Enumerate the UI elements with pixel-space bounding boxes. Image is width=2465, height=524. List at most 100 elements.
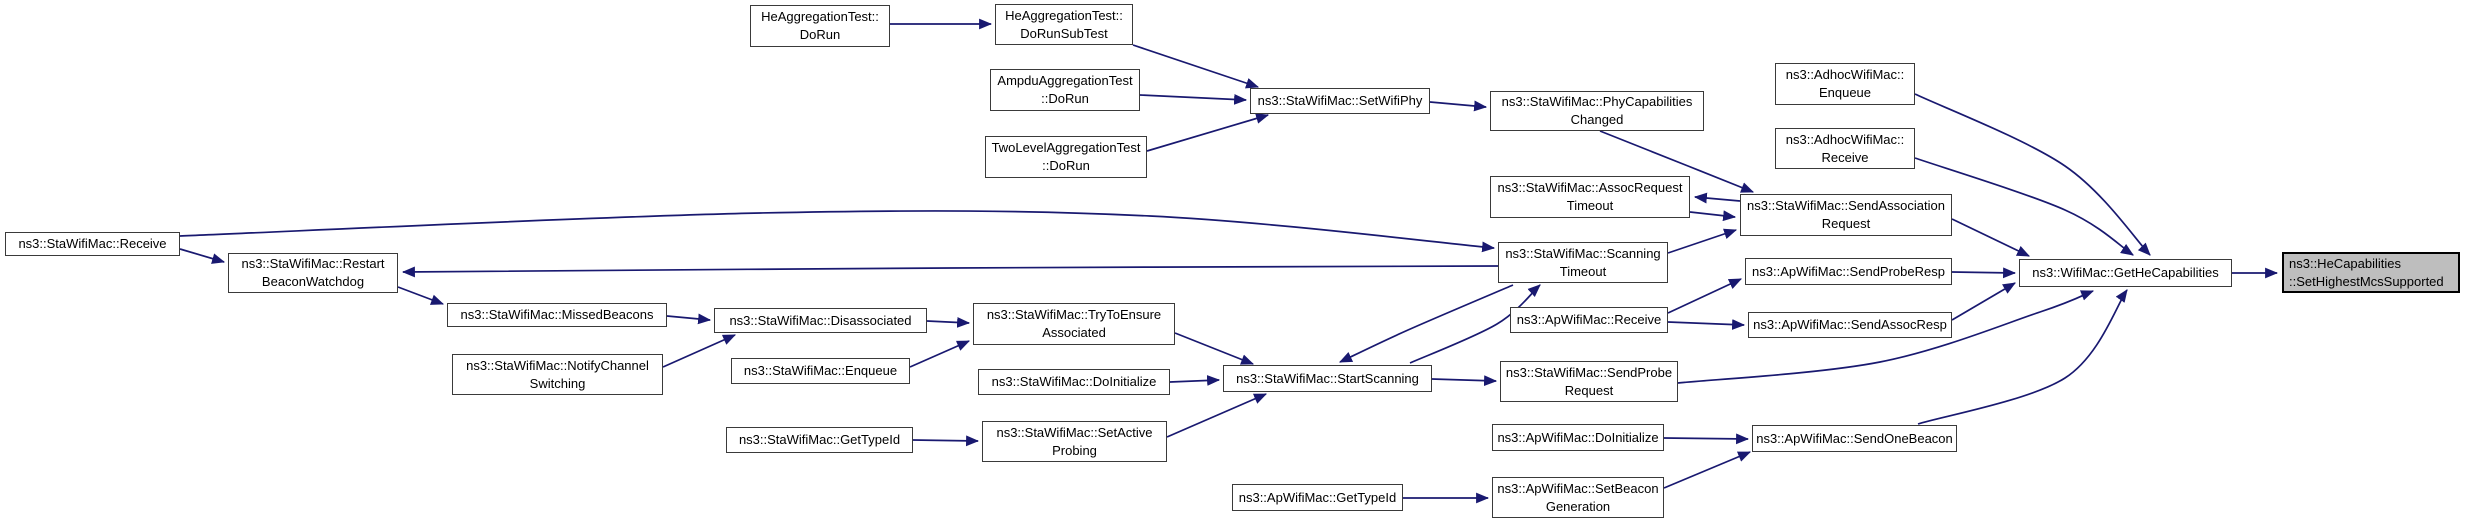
graph-node-label: Timeout xyxy=(1566,198,1614,213)
graph-node-sta-startscanning[interactable]: ns3::StaWifiMac::StartScanning xyxy=(1223,365,1432,392)
graph-node-sta-enqueue[interactable]: ns3::StaWifiMac::Enqueue xyxy=(731,358,910,384)
graph-node-label: Changed xyxy=(1570,112,1624,127)
graph-node-label: ns3::StaWifiMac::SetWifiPhy xyxy=(1257,93,1423,108)
graph-node-label: Switching xyxy=(529,375,586,391)
edge-adhoc-receive-to-wifimac-gethecapabilities xyxy=(1914,157,2134,256)
graph-node-ap-receive[interactable]: ns3::ApWifiMac::Receive xyxy=(1510,307,1668,333)
graph-node-label: DoRunSubTest xyxy=(1020,25,1108,41)
edge-ap-receive-to-ap-sendproberesp xyxy=(1667,278,1742,314)
graph-node-label: ns3::ApWifiMac::Receive xyxy=(1516,312,1662,327)
graph-node-label: Probing xyxy=(1052,442,1097,458)
graph-node-he-aggregation-dorun[interactable]: HeAggregationTest::DoRun xyxy=(750,5,890,47)
graph-node-label: ns3::StaWifiMac::AssocRequest xyxy=(1497,180,1683,195)
edge-sta-scanningtimeout-to-sta-restartbeaconwatchdog xyxy=(401,265,1499,278)
graph-node-label: ns3::ApWifiMac::GetTypeId xyxy=(1238,489,1397,505)
edge-sta-notifychannelswitching-to-sta-disassociated xyxy=(662,334,736,368)
graph-node-label: AmpduAggregationTest xyxy=(997,73,1133,88)
graph-node-label: Request xyxy=(1564,382,1614,398)
graph-node-sta-doinitialize[interactable]: ns3::StaWifiMac::DoInitialize xyxy=(978,369,1170,395)
graph-node-label: ns3::WifiMac::GetHeCapabilities xyxy=(2032,265,2219,280)
graph-node-label: ns3::StaWifiMac::Disassociated xyxy=(729,312,912,328)
graph-node-label: ns3::StaWifiMac::Receive xyxy=(18,236,167,251)
graph-node-ap-sendonebeacon[interactable]: ns3::ApWifiMac::SendOneBeacon xyxy=(1752,425,1957,452)
edge-sta-enqueue-to-sta-trytoensureassociated xyxy=(909,340,970,368)
edge-sta-scanningtimeout-to-sta-sendassociationrequest xyxy=(1667,228,1738,254)
graph-node-label: Generation xyxy=(1545,498,1611,514)
graph-node-label: Enqueue xyxy=(1818,85,1872,100)
graph-node-label: ns3::ApWifiMac::SendOneBeacon xyxy=(1756,430,1953,446)
graph-node-adhoc-enqueue[interactable]: ns3::AdhocWifiMac::Enqueue xyxy=(1775,63,1915,105)
edge-adhoc-enqueue-to-wifimac-gethecapabilities xyxy=(1914,93,2151,256)
graph-node-label: ns3::ApWifiMac::SendAssocResp xyxy=(1753,317,1947,332)
edge-ap-setbeacongeneration-to-ap-sendonebeacon xyxy=(1663,451,1751,489)
graph-node-label: ::DoRun xyxy=(1041,91,1089,106)
graph-node-label: ns3::StaWifiMac::Scanning xyxy=(1505,245,1661,261)
graph-node-sta-receive[interactable]: ns3::StaWifiMac::Receive xyxy=(5,232,180,256)
graph-node-sta-gettypeid[interactable]: ns3::StaWifiMac::GetTypeId xyxy=(726,427,913,453)
edge-ap-receive-to-ap-sendassocresp xyxy=(1667,319,1746,330)
edge-ap-sendonebeacon-to-wifimac-gethecapabilities xyxy=(1917,289,2128,425)
graph-node-label: DoRun xyxy=(799,27,841,42)
graph-node-label: ns3::StaWifiMac::MissedBeacons xyxy=(460,307,654,322)
edge-sta-setwifiphy-to-sta-phycapabilitieschanged xyxy=(1429,100,1488,112)
graph-node-wifimac-gethecapabilities[interactable]: ns3::WifiMac::GetHeCapabilities xyxy=(2019,259,2232,287)
graph-node-label: ns3::AdhocWifiMac:: xyxy=(1785,67,1905,82)
edge-ap-doinitialize-to-ap-sendonebeacon xyxy=(1663,433,1750,445)
edge-sta-trytoensureassociated-to-sta-startscanning xyxy=(1174,332,1255,365)
graph-node-label: HeAggregationTest:: xyxy=(761,9,879,24)
graph-node-sta-missedbeacons[interactable]: ns3::StaWifiMac::MissedBeacons xyxy=(447,303,667,327)
edge-sta-phycapabilitieschanged-to-sta-sendassociationrequest xyxy=(1599,130,1755,193)
graph-node-label: ns3::StaWifiMac::SendAssociation xyxy=(1747,198,1945,213)
edge-twolevel-aggregation-dorun-to-sta-setwifiphy xyxy=(1146,113,1270,152)
edge-sta-sendassociationrequest-to-sta-assocrequesttimeout xyxy=(1693,192,1741,204)
graph-node-twolevel-aggregation-dorun[interactable]: TwoLevelAggregationTest::DoRun xyxy=(985,136,1147,178)
edge-sta-doinitialize-to-sta-startscanning xyxy=(1169,375,1221,386)
graph-node-label: ns3::ApWifiMac::SendProbeResp xyxy=(1752,263,1945,279)
graph-node-label: HeAggregationTest:: xyxy=(1005,7,1123,23)
graph-node-ampdu-aggregation-dorun[interactable]: AmpduAggregationTest::DoRun xyxy=(990,69,1140,111)
graph-node-hecapabilities-sethighestmcssupported[interactable]: ns3::HeCapabilities::SetHighestMcsSuppor… xyxy=(2282,252,2460,293)
edge-sta-startscanning-to-sta-sendproberequest xyxy=(1431,375,1498,387)
graph-node-sta-setwifiphy[interactable]: ns3::StaWifiMac::SetWifiPhy xyxy=(1250,88,1430,114)
graph-node-ap-doinitialize[interactable]: ns3::ApWifiMac::DoInitialize xyxy=(1492,424,1664,451)
graph-node-ap-sendassocresp[interactable]: ns3::ApWifiMac::SendAssocResp xyxy=(1748,312,1952,338)
graph-node-label: ns3::StaWifiMac::PhyCapabilities xyxy=(1501,94,1693,109)
edge-sta-sendproberequest-to-wifimac-gethecapabilities xyxy=(1677,290,2095,384)
graph-node-label: ns3::ApWifiMac::DoInitialize xyxy=(1497,429,1659,445)
graph-node-adhoc-receive[interactable]: ns3::AdhocWifiMac::Receive xyxy=(1775,128,1915,169)
edge-sta-assocrequesttimeout-to-sta-sendassociationrequest xyxy=(1689,210,1737,222)
graph-node-label: ns3::ApWifiMac::SetBeacon xyxy=(1497,480,1659,496)
edge-sta-disassociated-to-sta-trytoensureassociated xyxy=(926,317,971,328)
graph-node-label: ns3::StaWifiMac::NotifyChannel xyxy=(466,357,649,373)
edge-sta-missedbeacons-to-sta-disassociated xyxy=(666,313,712,325)
graph-node-label: ns3::StaWifiMac::TryToEnsure xyxy=(986,307,1162,322)
edge-he-aggregation-dorunsubtest-to-sta-setwifiphy xyxy=(1132,44,1260,89)
graph-node-label: Timeout xyxy=(1559,263,1607,279)
graph-node-label: ns3::HeCapabilities xyxy=(2289,255,2402,271)
graph-node-sta-disassociated[interactable]: ns3::StaWifiMac::Disassociated xyxy=(714,308,927,333)
graph-node-label: Receive xyxy=(1821,149,1869,165)
graph-node-label: ::SetHighestMcsSupported xyxy=(2289,273,2444,289)
graph-node-label: Associated xyxy=(1042,325,1106,340)
graph-node-he-aggregation-dorunsubtest[interactable]: HeAggregationTest::DoRunSubTest xyxy=(995,4,1133,45)
edge-sta-sendassociationrequest-to-wifimac-gethecapabilities xyxy=(1951,218,2030,257)
graph-node-label: ns3::StaWifiMac::GetTypeId xyxy=(738,432,901,447)
graph-node-label: ns3::StaWifiMac::Enqueue xyxy=(743,363,898,378)
graph-node-label: ns3::StaWifiMac::DoInitialize xyxy=(991,374,1157,389)
edge-sta-receive-to-sta-scanningtimeout xyxy=(179,210,1496,253)
graph-node-ap-sendproberesp[interactable]: ns3::ApWifiMac::SendProbeResp xyxy=(1745,258,1952,285)
edge-sta-startscanning-to-sta-scanningtimeout xyxy=(1409,284,1541,364)
graph-node-ap-gettypeid[interactable]: ns3::ApWifiMac::GetTypeId xyxy=(1232,484,1403,511)
edge-sta-scanningtimeout-to-sta-startscanning xyxy=(1339,284,1514,363)
